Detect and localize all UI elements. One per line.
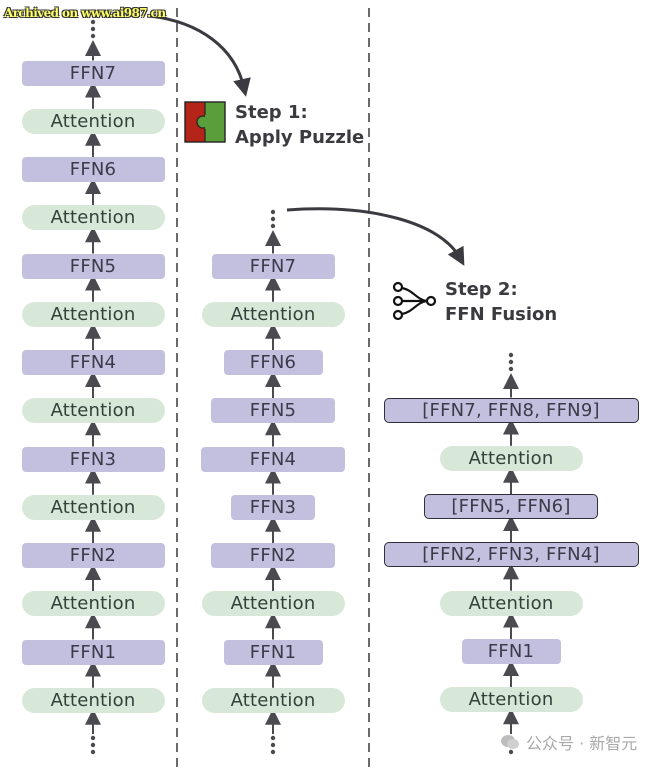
step1-title: Step 1: Apply Puzzle [235,100,364,150]
fused-ffn-block: [FFN2, FFN3, FFN4] [383,542,639,568]
attention-block: Attention [21,108,165,134]
attention-block: Attention [201,301,345,327]
ellipsis-bottom [90,735,96,755]
step2-line2: FFN Fusion [445,304,558,325]
step2-line1: Step 2: [445,279,518,300]
attention-block: Attention [201,591,345,617]
ellipsis-top [508,352,514,372]
attention-block: Attention [439,687,583,713]
attention-block: Attention [439,590,583,616]
fused-ffn-block: [FFN5, FFN6] [424,494,598,520]
ellipsis-top [90,19,96,39]
attention-block: Attention [439,445,583,471]
ellipsis-top [270,209,276,229]
ffn-block: FFN7 [211,253,335,279]
ffn-block: FFN4 [201,446,345,472]
attention-block: Attention [21,301,165,327]
ffn-block: FFN2 [21,543,165,568]
ffn-block: FFN5 [211,398,335,424]
archive-watermark: Archived on www.ai987.cn [4,6,166,20]
ffn-block: FFN1 [21,639,165,665]
wechat-icon [501,735,519,749]
step1-curved-arrow [149,14,251,97]
ffn-block: FFN6 [223,350,323,375]
ffn-block: FFN2 [211,543,335,568]
attention-block: Attention [21,494,165,520]
ffn-block: FFN1 [461,639,561,664]
ffn-block: FFN5 [21,253,165,279]
ffn-block: FFN1 [223,639,323,665]
attention-block: Attention [21,205,165,231]
ffn-block: FFN3 [21,446,165,472]
merge-icon [392,281,437,321]
attention-block: Attention [21,687,165,713]
step1-line1: Step 1: [235,102,308,123]
fused-ffn-block: [FFN7, FFN8, FFN9] [383,397,639,423]
attention-block: Attention [21,591,165,617]
attention-block: Attention [21,398,165,424]
step1-line2: Apply Puzzle [235,127,365,148]
ffn-block: FFN3 [231,494,315,520]
step2-curved-arrow [286,207,465,266]
ffn-block: FFN7 [21,60,165,86]
wechat-watermark-text: 公众号 · 新智元 [526,734,638,753]
attention-block: Attention [201,687,345,713]
puzzle-icon [184,101,226,143]
ellipsis-bottom [270,735,276,755]
ffn-block: FFN6 [21,157,165,182]
ffn-block: FFN4 [21,350,165,375]
step2-title: Step 2: FFN Fusion [445,277,557,327]
wechat-watermark: 公众号 · 新智元 [500,730,637,754]
